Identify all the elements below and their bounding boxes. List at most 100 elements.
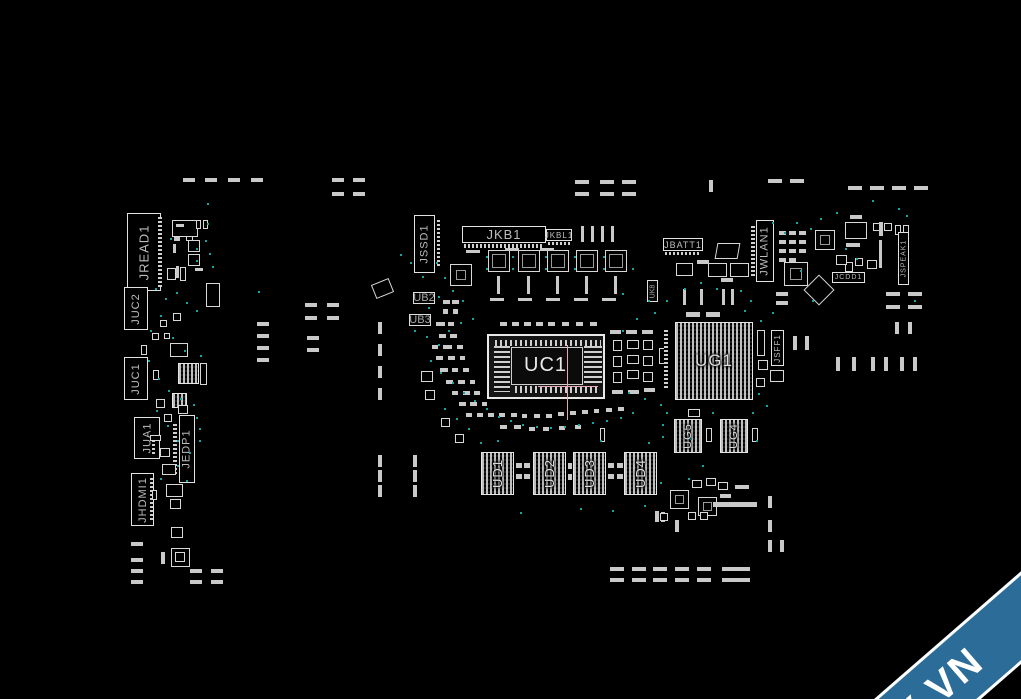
test-point[interactable] bbox=[472, 318, 474, 320]
component-body[interactable] bbox=[752, 428, 758, 442]
component-body[interactable] bbox=[643, 356, 653, 366]
test-point[interactable] bbox=[758, 393, 760, 395]
test-point[interactable] bbox=[436, 262, 438, 264]
component-body[interactable] bbox=[613, 356, 622, 367]
test-point[interactable] bbox=[148, 360, 150, 362]
test-point[interactable] bbox=[512, 256, 514, 258]
test-point[interactable] bbox=[654, 312, 656, 314]
test-point[interactable] bbox=[606, 420, 608, 422]
component-body[interactable] bbox=[676, 263, 693, 276]
test-point[interactable] bbox=[426, 336, 428, 338]
ic-ug4[interactable]: UG4 bbox=[720, 419, 748, 453]
test-point[interactable] bbox=[440, 372, 442, 374]
test-point[interactable] bbox=[820, 218, 822, 220]
test-point[interactable] bbox=[712, 412, 714, 414]
test-point[interactable] bbox=[564, 426, 566, 428]
component-body[interactable] bbox=[421, 371, 433, 382]
test-point[interactable] bbox=[603, 268, 605, 270]
component-body[interactable] bbox=[170, 343, 188, 357]
test-point[interactable] bbox=[486, 256, 488, 258]
test-point[interactable] bbox=[644, 398, 646, 400]
component-body[interactable] bbox=[600, 428, 605, 442]
test-point[interactable] bbox=[170, 238, 172, 240]
component-body[interactable] bbox=[845, 262, 853, 272]
test-point[interactable] bbox=[550, 427, 552, 429]
component-body[interactable] bbox=[370, 277, 395, 300]
test-point[interactable] bbox=[444, 408, 446, 410]
component-body[interactable] bbox=[196, 220, 201, 229]
test-point[interactable] bbox=[486, 408, 488, 410]
component-body[interactable] bbox=[627, 340, 639, 349]
component-body[interactable] bbox=[706, 428, 712, 442]
test-point[interactable] bbox=[448, 330, 450, 332]
component-body[interactable] bbox=[758, 360, 768, 370]
test-point[interactable] bbox=[632, 268, 634, 270]
component-body[interactable] bbox=[167, 268, 176, 280]
component-body[interactable] bbox=[706, 478, 716, 486]
test-point[interactable] bbox=[772, 312, 774, 314]
test-point[interactable] bbox=[856, 258, 858, 260]
component-body[interactable] bbox=[627, 370, 639, 379]
test-point[interactable] bbox=[845, 248, 847, 250]
test-point[interactable] bbox=[750, 300, 752, 302]
test-point[interactable] bbox=[498, 416, 500, 418]
test-point[interactable] bbox=[522, 424, 524, 426]
ic-ub3[interactable]: UB3 bbox=[409, 314, 431, 326]
component-body[interactable] bbox=[627, 355, 639, 364]
test-point[interactable] bbox=[632, 412, 634, 414]
component-body[interactable] bbox=[425, 390, 435, 400]
test-point[interactable] bbox=[662, 424, 664, 426]
component-body[interactable] bbox=[160, 320, 167, 327]
test-point[interactable] bbox=[684, 288, 686, 290]
test-point[interactable] bbox=[752, 412, 754, 414]
test-point[interactable] bbox=[700, 282, 702, 284]
test-point[interactable] bbox=[444, 277, 446, 279]
test-point[interactable] bbox=[160, 478, 162, 480]
test-point[interactable] bbox=[662, 436, 664, 438]
component-body[interactable] bbox=[164, 414, 172, 422]
test-point[interactable] bbox=[812, 300, 814, 302]
component-body[interactable] bbox=[178, 405, 188, 414]
test-point[interactable] bbox=[200, 355, 202, 357]
test-point[interactable] bbox=[180, 398, 182, 400]
component-body[interactable] bbox=[770, 370, 784, 382]
component-body[interactable] bbox=[613, 372, 622, 383]
test-point[interactable] bbox=[199, 440, 201, 442]
test-point[interactable] bbox=[463, 392, 465, 394]
ic-ug1-gpu[interactable]: UG1 bbox=[675, 322, 753, 400]
component-body[interactable] bbox=[170, 499, 181, 509]
test-point[interactable] bbox=[603, 256, 605, 258]
test-point[interactable] bbox=[545, 268, 547, 270]
test-point[interactable] bbox=[810, 228, 812, 230]
test-point[interactable] bbox=[612, 510, 614, 512]
test-point[interactable] bbox=[766, 405, 768, 407]
test-point[interactable] bbox=[438, 344, 440, 346]
connector-jedp1[interactable]: JEDP1 bbox=[179, 415, 195, 483]
test-point[interactable] bbox=[474, 400, 476, 402]
test-point[interactable] bbox=[150, 330, 152, 332]
test-point[interactable] bbox=[155, 288, 157, 290]
test-point[interactable] bbox=[186, 480, 188, 482]
test-point[interactable] bbox=[193, 404, 195, 406]
test-point[interactable] bbox=[688, 478, 690, 480]
ic-ub2[interactable]: UB2 bbox=[413, 292, 435, 304]
component-body[interactable] bbox=[171, 527, 183, 538]
component-body[interactable] bbox=[613, 340, 622, 351]
component-body[interactable] bbox=[173, 313, 181, 321]
test-point[interactable] bbox=[176, 292, 178, 294]
connector-jwlan1[interactable]: JWLAN1 bbox=[756, 220, 774, 282]
test-point[interactable] bbox=[660, 482, 662, 484]
test-point[interactable] bbox=[400, 254, 402, 256]
ic-ug5[interactable]: UG5 bbox=[674, 419, 702, 453]
component-body[interactable] bbox=[188, 240, 200, 252]
test-point[interactable] bbox=[158, 378, 160, 380]
test-point[interactable] bbox=[914, 300, 916, 302]
test-point[interactable] bbox=[177, 465, 179, 467]
test-point[interactable] bbox=[666, 300, 668, 302]
test-point[interactable] bbox=[800, 270, 802, 272]
component-body[interactable] bbox=[200, 363, 207, 385]
ic-ud1[interactable]: UD1 bbox=[481, 452, 514, 495]
test-point[interactable] bbox=[666, 412, 668, 414]
component-body[interactable] bbox=[160, 448, 170, 457]
test-point[interactable] bbox=[209, 253, 211, 255]
